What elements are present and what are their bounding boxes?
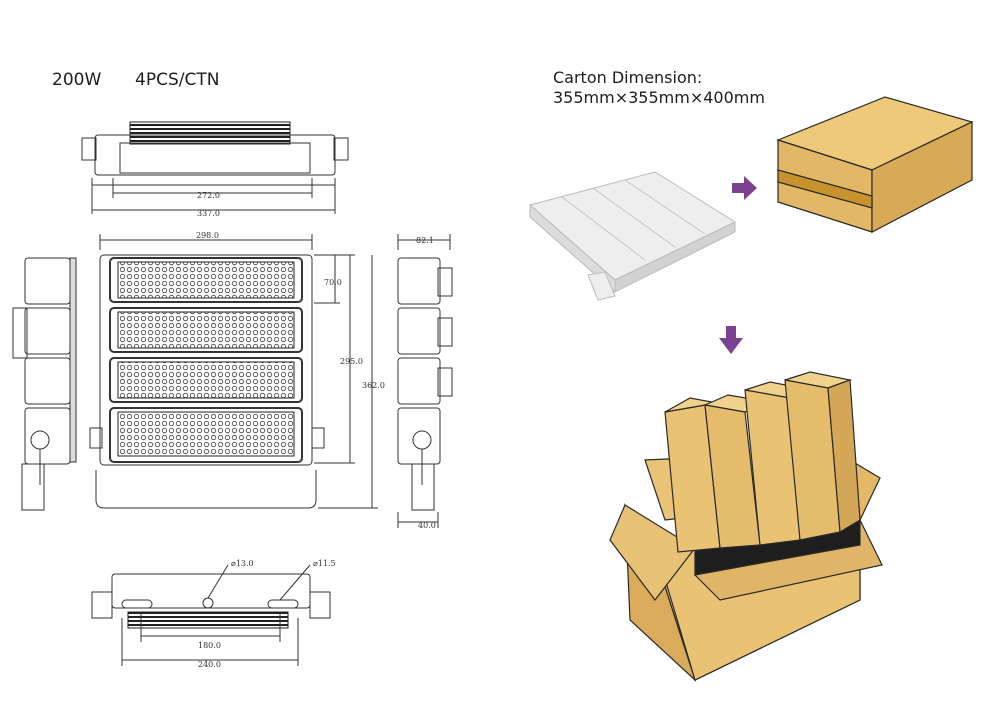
left-side-view-drawing (12, 257, 77, 511)
led-module-3 (109, 357, 303, 403)
arrow-down-icon (719, 326, 743, 354)
closed-carton-image (776, 96, 974, 233)
dimension-bottom-inner: 180.0 (198, 641, 221, 650)
dimension-side-base: 40.0 (418, 521, 436, 530)
led-module-2 (109, 307, 303, 353)
led-module-4 (109, 407, 303, 463)
bottom-view-drawing (91, 564, 331, 666)
dimension-module-pitch: 70.0 (324, 278, 342, 287)
open-carton-image (609, 371, 883, 682)
dimension-top-inner: 272.0 (197, 191, 220, 200)
arrow-right-icon (732, 176, 757, 200)
dimension-bottom-outer: 240.0 (198, 660, 221, 669)
carton-dimension-value: 355mm×355mm×400mm (553, 88, 765, 107)
dimension-front-width: 298.0 (196, 231, 219, 240)
carton-dimension-title: Carton Dimension: (553, 68, 703, 87)
floodlight-product-image (528, 171, 737, 301)
dimension-body-height: 295.0 (340, 357, 363, 366)
dimension-top-outer: 337.0 (197, 209, 220, 218)
led-module-1 (109, 257, 303, 303)
dimension-total-height: 362.0 (362, 381, 385, 390)
dimension-side-depth: 82.1 (416, 236, 434, 245)
pieces-per-carton-label: 4PCS/CTN (135, 70, 220, 90)
top-view-drawing (81, 121, 349, 214)
wattage-label: 200W (52, 70, 102, 90)
front-view-drawing (89, 234, 378, 509)
carton-dimension-label: Carton Dimension: 355mm×355mm×400mm (553, 68, 765, 108)
dimension-hole-b: ⌀11.5 (313, 559, 336, 568)
dimension-hole-a: ⌀13.0 (231, 559, 254, 568)
right-side-view-drawing (397, 234, 453, 528)
